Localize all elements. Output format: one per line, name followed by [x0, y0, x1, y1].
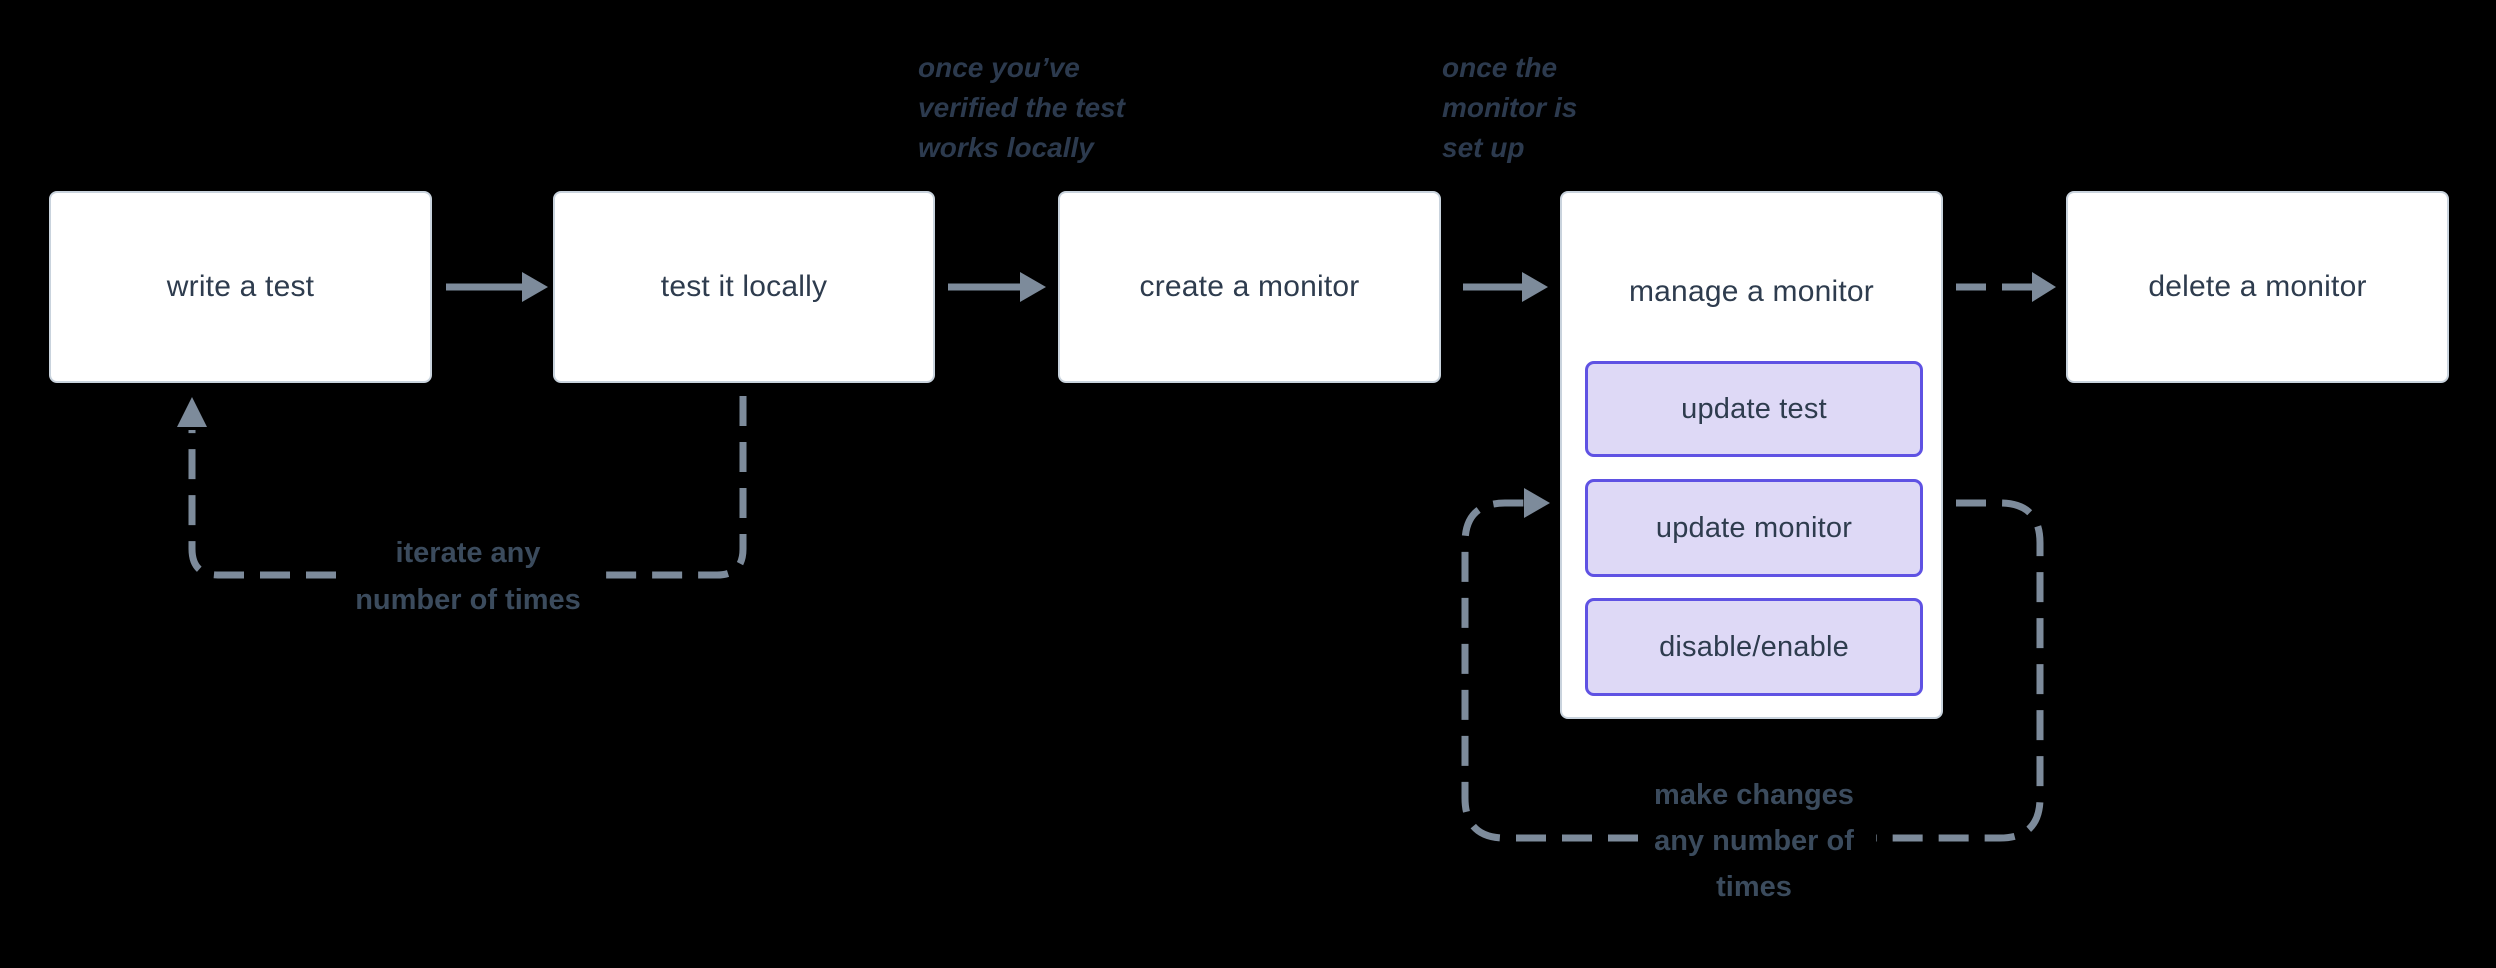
make-changes-loop-left-segment	[1461, 499, 1638, 842]
node-test-it-locally: test it locally	[553, 191, 935, 383]
caption-line: make changes	[1654, 779, 1854, 811]
caption-line: times	[1716, 871, 1792, 903]
annotation-line: once the	[1442, 52, 1558, 83]
sub-node-label: update test	[1681, 392, 1827, 425]
arrow-right-icon	[1020, 272, 1046, 302]
annotation-line: set up	[1442, 132, 1525, 163]
node-label: write a test	[166, 270, 315, 303]
iterate-loop-left-segment	[188, 430, 336, 579]
sub-node-disable-enable: disable/enable	[1585, 598, 1923, 696]
sub-node-label: disable/enable	[1659, 630, 1849, 663]
node-label: create a monitor	[1139, 270, 1360, 303]
arrow-up-icon	[177, 397, 207, 427]
sub-node-update-test: update test	[1585, 361, 1923, 457]
caption-line: iterate any	[395, 537, 541, 569]
arrow-right-icon	[1522, 272, 1548, 302]
node-delete-a-monitor: delete a monitor	[2066, 191, 2449, 383]
caption-line: number of times	[355, 584, 581, 616]
iterate-loop-right-segment	[598, 396, 747, 579]
sub-node-update-monitor: update monitor	[1585, 479, 1923, 577]
node-label: manage a monitor	[1628, 275, 1874, 308]
annotation-line: works locally	[918, 132, 1094, 163]
node-write-a-test: write a test	[49, 191, 432, 383]
annotation-once-verified: once you’ve verified the test works loca…	[918, 48, 1125, 168]
make-changes-loop-right-segment	[1876, 499, 2044, 842]
caption-iterate-loop: iterate any number of times	[268, 530, 668, 624]
annotation-line: verified the test	[918, 92, 1125, 123]
annotation-once-set-up: once the monitor is set up	[1442, 48, 1577, 168]
node-label: test it locally	[660, 270, 828, 303]
caption-make-changes-loop: make changes any number of times	[1554, 772, 1954, 910]
annotation-line: once you’ve	[918, 52, 1080, 83]
annotation-line: monitor is	[1442, 92, 1578, 123]
caption-line: any number of	[1654, 825, 1854, 857]
node-create-a-monitor: create a monitor	[1058, 191, 1441, 383]
sub-node-label: update monitor	[1655, 511, 1853, 544]
arrow-right-icon	[1524, 488, 1550, 518]
arrow-right-icon	[2032, 272, 2056, 302]
node-label: delete a monitor	[2148, 270, 2367, 303]
arrow-right-icon	[522, 272, 548, 302]
node-manage-a-monitor: manage a monitor update test update moni…	[1560, 191, 1943, 719]
